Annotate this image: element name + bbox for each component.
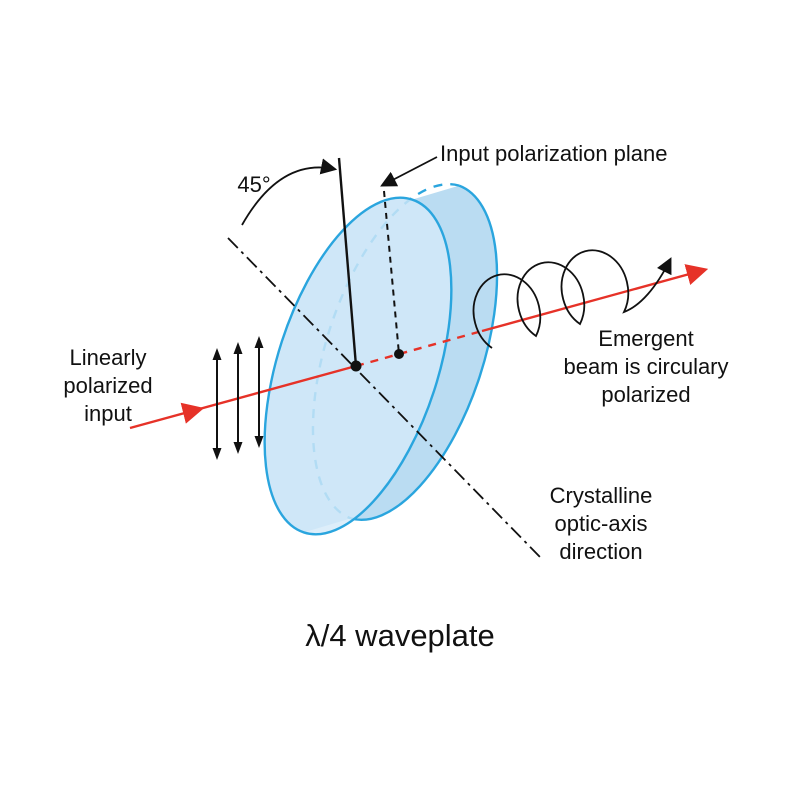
input-plane-label: Input polarization plane <box>440 141 668 166</box>
arrow-up-icon <box>233 342 243 354</box>
linear-polarization-arrows <box>212 336 264 460</box>
optic-axis-label-line2: optic-axis <box>555 511 648 536</box>
beam <box>129 264 709 430</box>
arrow-down-icon <box>212 448 222 460</box>
arrow-down-icon <box>233 442 243 454</box>
beam-direction-arrow <box>180 402 205 424</box>
emergent-beam-label: Emergent beam is circulary polarized <box>563 326 728 407</box>
angle-label: 45° <box>237 172 270 197</box>
beam-inside-plate-line <box>355 329 483 368</box>
diagram-title: λ/4 waveplate <box>305 618 495 653</box>
beam-incoming-line <box>129 364 357 430</box>
optic-axis-label-line3: direction <box>559 539 642 564</box>
emergent-beam-label-line1: Emergent <box>598 326 693 351</box>
back-face-dot <box>394 349 404 359</box>
arrow-down-icon <box>254 436 264 448</box>
linear-polarization-arrow <box>254 336 264 448</box>
waveplate-disc <box>263 182 499 536</box>
front-face-dot <box>350 360 362 372</box>
beam-emergent-line <box>481 264 709 333</box>
disc-back-rim <box>350 184 499 522</box>
linear-input-label-line1: Linearly <box>69 345 146 370</box>
optic-axis-label-line1: Crystalline <box>550 483 653 508</box>
optic-axis-label: Crystalline optic-axis direction <box>550 483 653 564</box>
linear-input-label-line3: input <box>84 401 132 426</box>
circular-polarization-helix <box>472 249 672 349</box>
polarization-plane-front-line <box>337 157 358 367</box>
optic-axis-line <box>227 237 541 558</box>
linear-polarization-arrow <box>212 348 222 460</box>
arrow-up-icon <box>212 348 222 360</box>
polarization-plane-back-line <box>383 190 400 355</box>
linear-input-label-line2: polarized <box>63 373 152 398</box>
arrow-up-icon <box>254 336 264 348</box>
input-plane-pointer-arrow <box>380 156 438 187</box>
linear-input-label: Linearly polarized input <box>63 345 152 426</box>
linear-polarization-arrow <box>233 342 243 454</box>
emergent-beam-label-line3: polarized <box>601 382 690 407</box>
angle-arc <box>241 158 338 226</box>
emergent-beam-label-line2: beam is circulary <box>563 354 728 379</box>
